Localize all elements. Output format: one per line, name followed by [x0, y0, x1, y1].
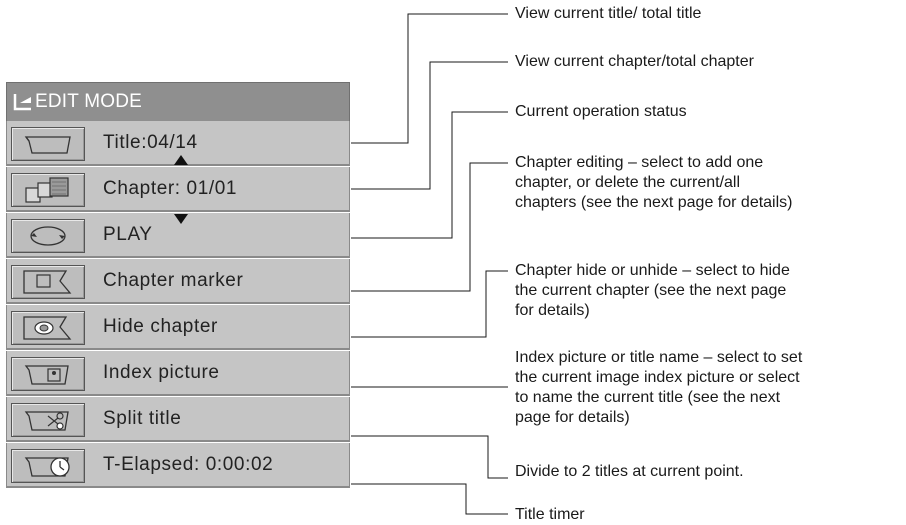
menu-item-label: Index picture: [103, 362, 220, 383]
menu-item-label: T-Elapsed: 0:00:02: [103, 454, 274, 475]
scroll-up-arrow-icon[interactable]: [174, 155, 188, 165]
chapters-icon: [11, 173, 85, 207]
connector-timer: [351, 483, 508, 515]
menu-item-timer[interactable]: T-Elapsed: 0:00:02: [6, 443, 350, 488]
annotation-title: View current title/ total title: [515, 5, 702, 22]
annotation-hide-chapter: Chapter hide or unhide – select to hide …: [515, 262, 790, 319]
folder-icon: [11, 127, 85, 161]
connector-title: [351, 13, 508, 144]
play-cycle-icon: [11, 219, 85, 253]
split-title-icon: [11, 403, 85, 437]
scroll-down-arrow-icon[interactable]: [174, 214, 188, 224]
connector-play: [351, 111, 508, 239]
menu-item-chapter[interactable]: Chapter: 01/01: [6, 167, 350, 212]
timer-icon: [11, 449, 85, 483]
menu-item-title[interactable]: Title:04/14: [6, 121, 350, 166]
menu-item-index-picture[interactable]: Index picture: [6, 351, 350, 396]
annotation-chapter: View current chapter/total chapter: [515, 53, 754, 70]
annotation-timer: Title timer: [515, 506, 585, 523]
chapter-marker-icon: [11, 265, 85, 299]
menu-header: EDIT MODE: [6, 82, 350, 122]
menu-item-label: Chapter marker: [103, 270, 244, 291]
annotation-split-title: Divide to 2 titles at current point.: [515, 463, 744, 480]
annotation-index-picture: Index picture or title name – select to …: [515, 349, 803, 426]
annotation-chapter-editing: Chapter editing – select to add one chap…: [515, 154, 793, 211]
index-picture-icon: [11, 357, 85, 391]
connector-chapter: [351, 61, 508, 190]
menu-item-label: Hide chapter: [103, 316, 218, 337]
menu-item-label: Chapter: 01/01: [103, 178, 238, 199]
menu-item-hide-chapter[interactable]: Hide chapter: [6, 305, 350, 350]
connector-chapter-editing: [351, 162, 508, 292]
menu-item-chapter-marker[interactable]: Chapter marker: [6, 259, 350, 304]
connector-hide-chapter: [351, 270, 508, 338]
hide-chapter-icon: [11, 311, 85, 345]
menu-title: EDIT MODE: [35, 91, 143, 112]
menu-item-play[interactable]: PLAY: [6, 213, 350, 258]
connector-split-title: [351, 435, 508, 479]
menu-item-label: PLAY: [103, 224, 153, 245]
edit-mode-icon: [13, 94, 31, 111]
menu-item-label: Split title: [103, 408, 182, 429]
annotation-operation-status: Current operation status: [515, 103, 687, 120]
menu-item-label: Title:04/14: [103, 132, 198, 153]
menu-item-split-title[interactable]: Split title: [6, 397, 350, 442]
